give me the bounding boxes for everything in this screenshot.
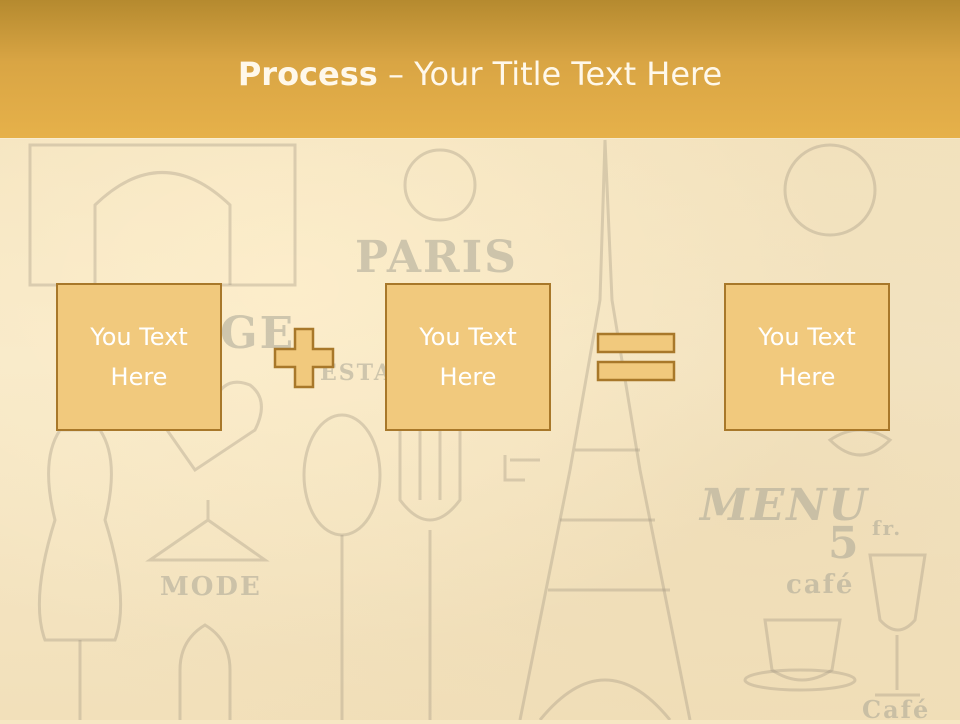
arch-outline <box>28 143 297 287</box>
title-band: Process – Your Title Text Here <box>0 0 960 138</box>
equals-icon <box>596 332 676 382</box>
dress-form <box>37 428 123 642</box>
bg-word-unit: fr. <box>872 516 903 540</box>
wine-glass <box>868 553 927 697</box>
tower-rails <box>548 448 670 592</box>
process-box-3[interactable]: You Text Here <box>724 283 890 431</box>
hanger <box>145 500 270 562</box>
slide-title[interactable]: Process – Your Title Text Here <box>0 52 960 96</box>
bg-word-cafe-small: café <box>786 570 855 600</box>
key <box>503 455 540 482</box>
tower-arch <box>538 678 672 720</box>
saucer <box>743 668 857 692</box>
ornament-top <box>403 148 477 222</box>
process-box-3-label: You Text Here <box>758 323 856 391</box>
slide-title-rest: – Your Title Text Here <box>377 55 723 93</box>
plus-icon <box>273 327 335 389</box>
slide-title-bold: Process <box>237 55 378 93</box>
process-box-2[interactable]: You Text Here <box>385 283 551 431</box>
process-box-2-label: You Text Here <box>419 323 517 391</box>
process-box-1[interactable]: You Text Here <box>56 283 222 431</box>
bg-word-paris: PARIS <box>355 232 518 283</box>
bg-word-menu: MENU <box>700 480 869 531</box>
bg-word-price: 5 <box>828 518 861 569</box>
bow <box>827 428 893 457</box>
process-box-1-label: You Text Here <box>90 323 188 391</box>
perfume-bottle <box>178 623 232 720</box>
bg-word-mode: MODE <box>160 572 262 602</box>
fork-outline <box>398 420 462 720</box>
flower-right <box>783 143 877 237</box>
cup <box>763 618 842 682</box>
tower-outline <box>518 139 692 720</box>
arch-curve <box>93 171 232 285</box>
bg-word-cafe-large: Café <box>862 695 931 724</box>
spoon-bowl <box>302 413 382 537</box>
